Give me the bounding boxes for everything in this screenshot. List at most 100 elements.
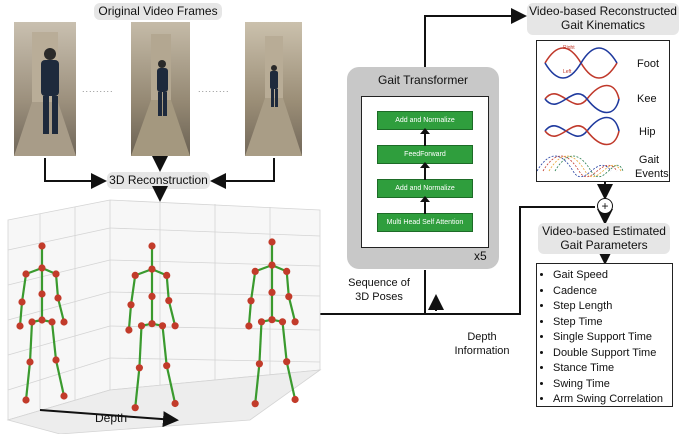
skeleton-bone [28, 321, 34, 363]
skeleton-joint [38, 290, 46, 298]
gait-parameter-item: Swing Time [553, 377, 672, 393]
skeleton-bone [167, 300, 177, 327]
skeleton-joint [127, 301, 135, 309]
skeleton-joint [268, 238, 276, 246]
depth-axis-arrow [39, 409, 179, 428]
skeleton-bone [138, 325, 143, 368]
skeleton-joint [268, 288, 276, 296]
skeleton-bone [287, 296, 297, 323]
sequence-label: Sequence of 3D Poses [348, 277, 410, 304]
skeleton-bone [285, 361, 297, 400]
skeleton-joint [291, 395, 299, 404]
skeleton-bone [54, 273, 60, 299]
skeleton-bone [161, 325, 168, 366]
skeleton-bone [18, 301, 24, 327]
skeleton-joint [148, 292, 156, 300]
transformer-inner-arrows [420, 128, 430, 214]
skeleton-bone [285, 271, 290, 297]
skeleton-joint [171, 399, 179, 408]
skeleton-joint [52, 270, 60, 278]
skeleton-joint [18, 298, 26, 306]
skeleton-joint [60, 318, 68, 326]
skeleton-joint [247, 297, 255, 305]
skeleton-bone [56, 297, 66, 323]
skeleton-joint [28, 318, 36, 326]
skeleton-joint [131, 404, 139, 412]
skeleton-bone [50, 321, 58, 361]
combine-node: + [597, 198, 613, 214]
skeleton-joint [38, 316, 46, 324]
kinematics-label: Video-based Reconstructed Gait Kinematic… [527, 3, 679, 35]
skeleton-joint [268, 316, 276, 324]
skeleton-joint [148, 265, 156, 273]
gait-parameter-item: Cadence [553, 284, 672, 300]
kinematics-row-hip: Hip [639, 126, 656, 138]
skeleton-joint [251, 400, 259, 408]
skeleton-bone [54, 359, 66, 397]
skeleton-joint [171, 322, 179, 330]
skeleton-joint [135, 364, 143, 372]
skeleton-joint [148, 320, 156, 328]
gait-parameters-list: Gait SpeedCadenceStep LengthStep TimeSin… [536, 263, 673, 407]
gait-parameter-item: Double Support Time [553, 346, 672, 362]
skeleton-bone [165, 275, 170, 301]
skeleton-bone [254, 363, 261, 404]
skeleton-joint [245, 322, 253, 330]
skeleton-bone [20, 273, 28, 303]
skeleton-bone [127, 304, 133, 331]
skeleton-bone [129, 275, 137, 305]
3d-pose-plot [6, 199, 322, 434]
gait-kinematics-panel: Right Left Foot Kee Hip Gait Events [536, 40, 670, 182]
skeleton-bone [134, 367, 141, 408]
skeleton-bone [165, 365, 177, 404]
kinematics-row-knee: Kee [637, 93, 657, 105]
skeleton-joint [163, 362, 171, 370]
reconstruction-label: 3D Reconstruction [107, 172, 210, 189]
video-frame-3 [245, 22, 302, 156]
depth-info-label: Depth Information [454, 331, 510, 358]
kinematics-row-events: Gait Events [635, 154, 669, 181]
skeleton-joint [285, 293, 293, 301]
frame-ellipsis-1: ......... [82, 84, 114, 94]
skeleton-joint [52, 356, 60, 364]
gait-parameter-item: Step Length [553, 299, 672, 315]
skeleton-bone [249, 271, 257, 301]
skeleton-joint [22, 396, 30, 404]
skeleton-joint [60, 392, 68, 400]
repeat-count: x5 [474, 249, 487, 263]
skeleton-joint [283, 267, 291, 275]
skeleton-joint [268, 261, 276, 269]
skeleton-joint [148, 242, 156, 250]
gait-parameter-item: Arm Swing Correlation [553, 392, 672, 408]
video-frame-2 [131, 22, 190, 156]
kinematics-row-foot: Foot [637, 58, 660, 70]
skeleton-joint [257, 318, 266, 326]
parameters-label: Video-based Estimated Gait Parameters [538, 223, 670, 254]
legend-right: Right [563, 45, 575, 51]
skeleton-joint [251, 267, 259, 275]
skeleton-joint [163, 271, 171, 279]
skeleton-joint [283, 358, 291, 366]
skeleton-joint [16, 322, 24, 330]
skeleton-joint [137, 322, 146, 330]
gait-parameter-item: Single Support Time [553, 330, 672, 346]
legend-left: Left [563, 69, 572, 75]
gait-parameter-item: Step Time [553, 315, 672, 331]
skeleton-joint [38, 264, 46, 272]
skeleton-joint [278, 318, 287, 326]
skeleton-bone [247, 300, 253, 327]
skeleton-joint [165, 297, 173, 305]
skeleton-bone [258, 321, 263, 364]
skeleton-joint [54, 294, 62, 302]
skeleton-joint [291, 318, 299, 326]
gait-parameter-item: Stance Time [553, 361, 672, 377]
original-frames-label: Original Video Frames [94, 3, 222, 20]
skeleton-bone [281, 321, 288, 362]
skeleton-joint [255, 360, 263, 368]
skeleton-joint [22, 270, 30, 278]
skeleton-joint [26, 358, 34, 366]
video-frame-1 [14, 22, 76, 156]
skeleton-joint [38, 242, 46, 250]
